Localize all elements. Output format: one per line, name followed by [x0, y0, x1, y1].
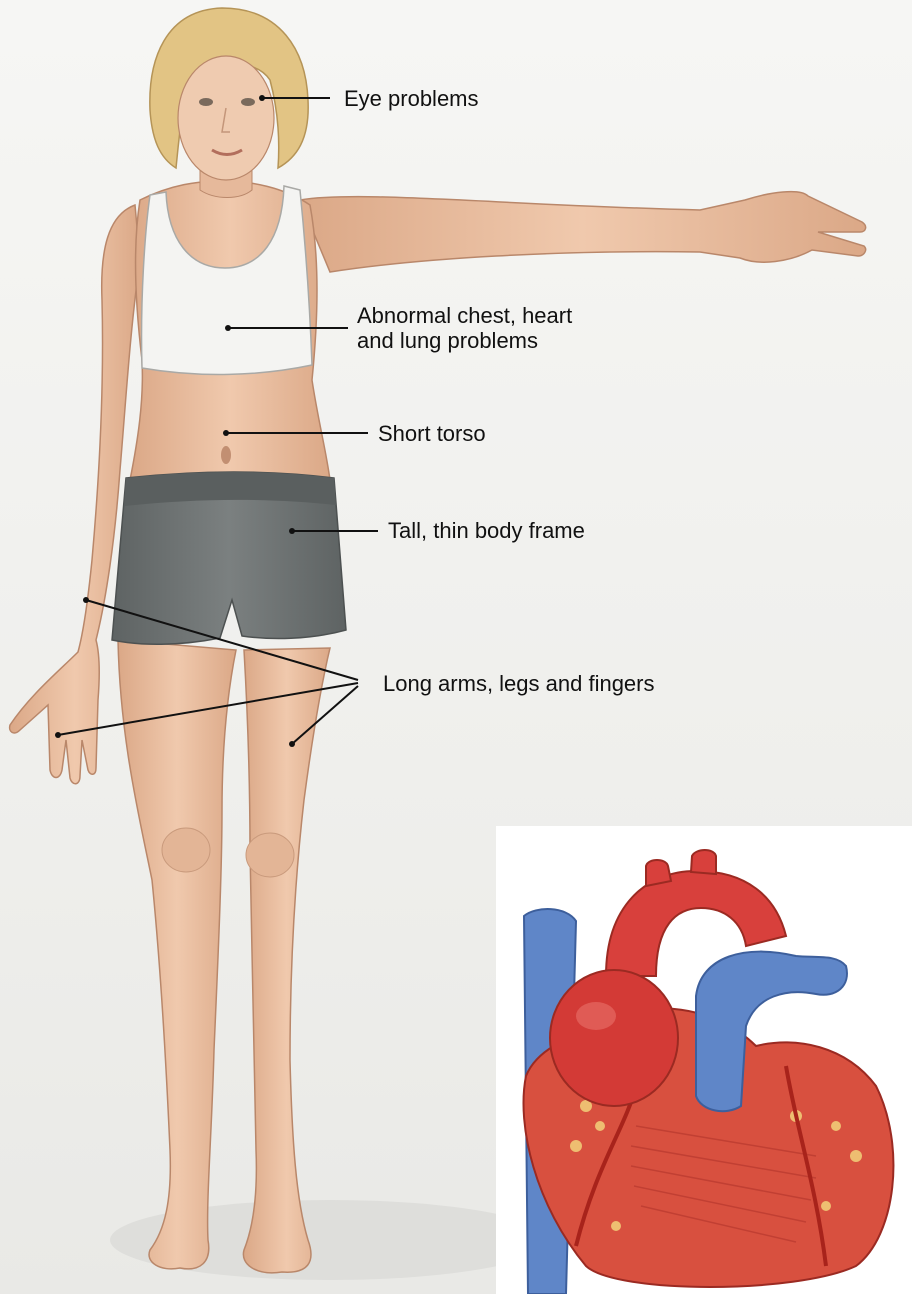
label-tall-thin-frame: Tall, thin body frame [388, 518, 585, 543]
aortic-aneurysm [550, 970, 678, 1106]
label-chest-heart-lung: Abnormal chest, heart and lung problems [357, 303, 572, 353]
right-leg [243, 648, 330, 1273]
heart-inset-image [496, 826, 912, 1294]
heart-illustration [496, 826, 912, 1294]
extended-arm [300, 192, 866, 272]
label-short-torso: Short torso [378, 421, 486, 446]
label-long-limbs: Long arms, legs and fingers [383, 671, 655, 696]
face [178, 56, 274, 180]
label-eye-problems: Eye problems [344, 86, 479, 111]
left-leg [118, 640, 236, 1269]
